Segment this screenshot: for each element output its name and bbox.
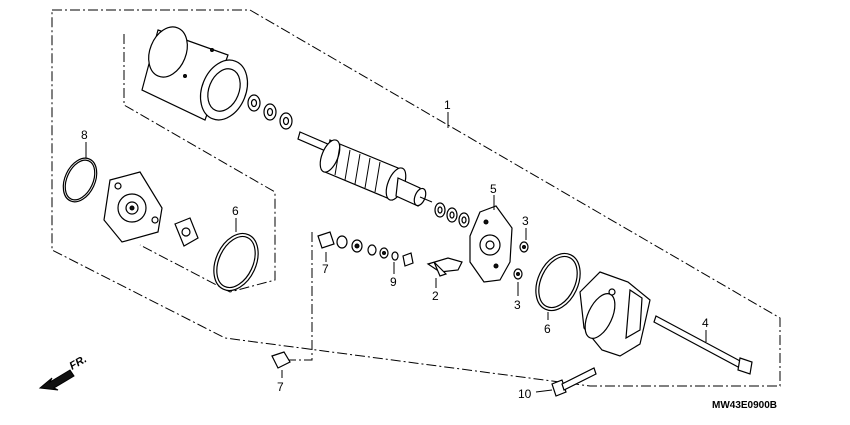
mount-bolt	[551, 367, 597, 397]
brush-springs	[513, 241, 529, 280]
seal-plate	[174, 217, 199, 247]
terminal-hardware	[317, 231, 414, 267]
through-bolt	[653, 315, 753, 375]
callout-7-upper: 7	[322, 262, 329, 276]
o-ring-6-left	[213, 232, 259, 292]
shim-washers-upper	[247, 94, 293, 130]
yoke-housing	[141, 26, 249, 121]
callout-3-lower: 3	[514, 298, 521, 312]
callout-4: 4	[702, 316, 709, 330]
callout-6-left: 6	[232, 204, 239, 218]
rear-cover	[579, 271, 651, 357]
brush-terminal	[426, 257, 463, 277]
callout-7-lower: 7	[277, 380, 284, 394]
callout-6-right: 6	[544, 322, 551, 336]
callout-labels: 1 8 6 5 3 7 9 2 3 6 4 7 10	[81, 98, 709, 401]
arrow-down-left-icon	[38, 369, 75, 391]
assembly-outline	[51, 9, 781, 387]
front-label: FR.	[68, 353, 89, 372]
o-ring-8	[62, 157, 98, 203]
shim-washers-lower	[434, 202, 470, 228]
diagram-code: MW43E0900B	[712, 400, 777, 411]
callout-8: 8	[81, 128, 88, 142]
callout-1: 1	[444, 98, 451, 112]
callout-9: 9	[390, 275, 397, 289]
front-direction-indicator: FR.	[38, 353, 89, 391]
armature	[297, 131, 433, 207]
callout-10: 10	[518, 387, 532, 401]
callout-5: 5	[490, 182, 497, 196]
callout-3-upper: 3	[522, 214, 529, 228]
callout-2: 2	[432, 289, 439, 303]
brush-holder	[469, 205, 513, 283]
o-ring-6-right	[535, 252, 581, 312]
lower-nut	[271, 351, 291, 369]
leader-lines	[85, 112, 707, 393]
front-cover	[103, 171, 163, 243]
